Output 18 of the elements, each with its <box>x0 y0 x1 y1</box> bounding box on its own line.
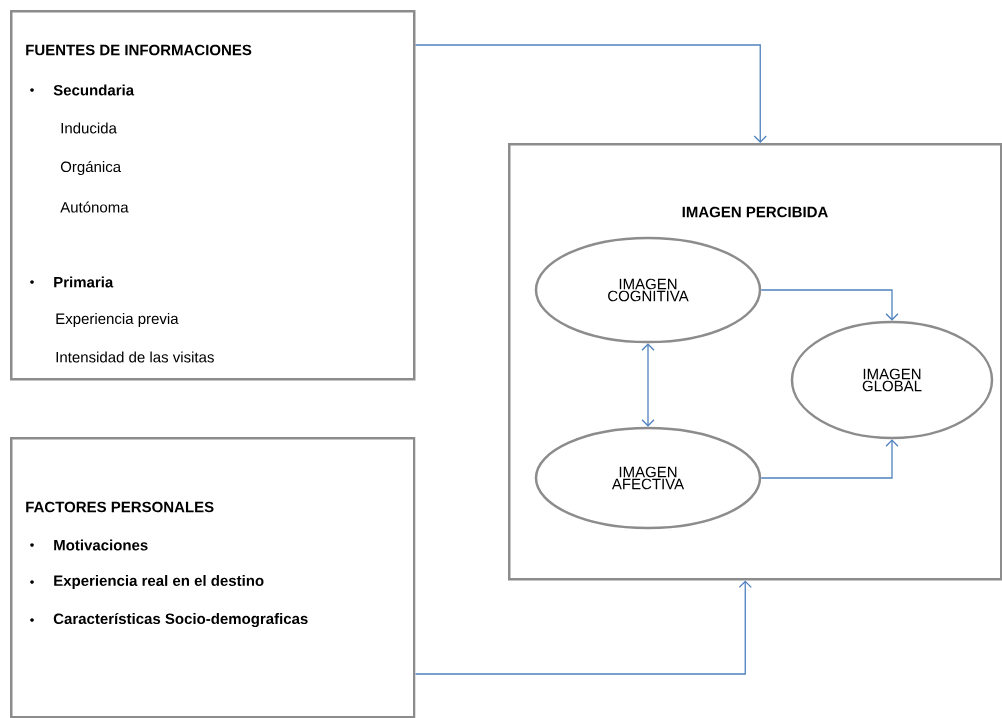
heading: FUENTES DE INFORMACIONES <box>26 44 252 56</box>
heading: FACTORES PERSONALES <box>26 501 214 513</box>
heading: IMAGEN PERCIBIDA <box>682 206 828 218</box>
list-item: Primaria <box>54 276 114 288</box>
sub-item: Experiencia previa <box>56 313 179 327</box>
list-item: Secundaria <box>53 84 135 96</box>
sub-item: Autónoma <box>60 201 129 213</box>
sub-item: Intensidad de las visitas <box>56 351 214 363</box>
list-item: Experiencia real en el destino <box>54 575 264 589</box>
arrow <box>760 439 899 479</box>
sub-item: Orgánica <box>60 160 122 176</box>
arrow <box>641 343 655 427</box>
arrow <box>414 580 752 675</box>
list-item: Características Socio-demograficas <box>53 612 308 628</box>
list-item: Motivaciones <box>54 539 148 551</box>
sub-item: Inducida <box>61 122 117 134</box>
arrow <box>414 44 767 143</box>
arrow <box>760 289 899 321</box>
